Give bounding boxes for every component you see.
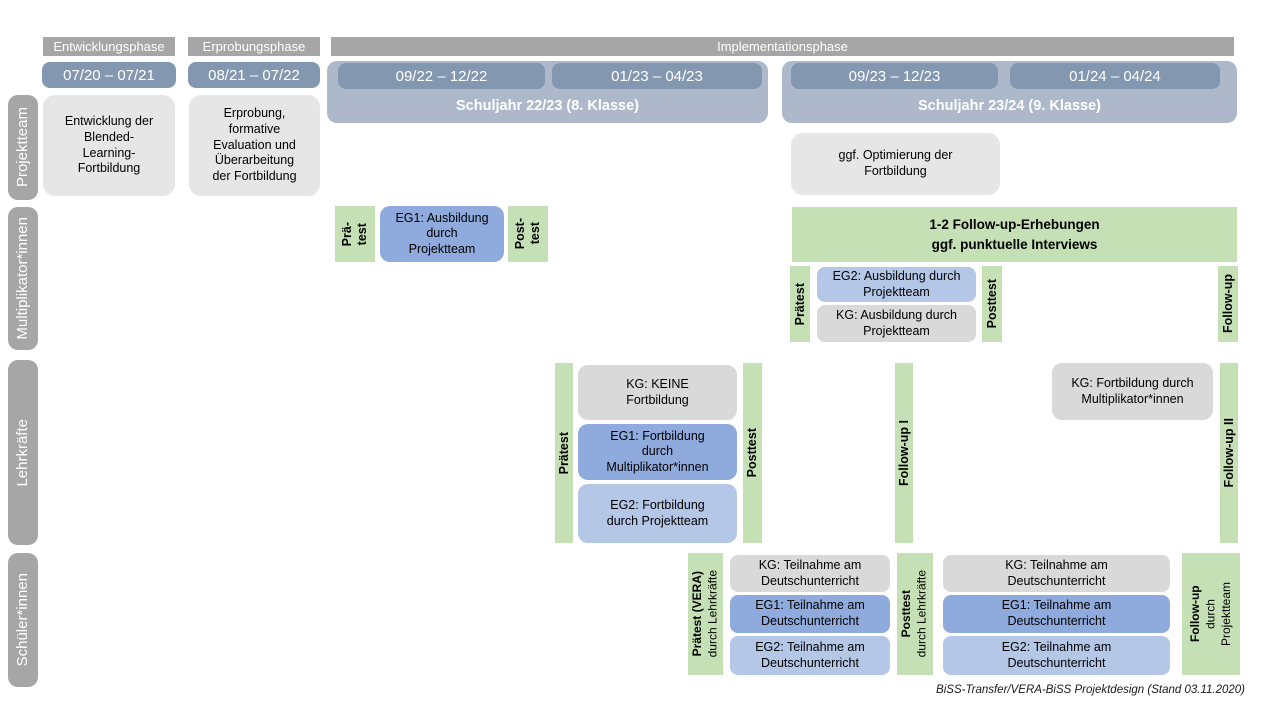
box-eg1-deutschunterricht-1: EG1: Teilnahme am Deutschunterricht <box>730 595 890 633</box>
bar-posttest-schueler-subtitle: durch Lehrkräfte <box>915 570 929 658</box>
bar-praetest-vera-subtitle: durch Lehrkräfte <box>705 570 720 658</box>
period-bar-0124-0424: 01/24 – 04/24 <box>1010 63 1220 89</box>
period-label-0923-1223: 09/23 – 12/23 <box>848 67 941 85</box>
box-eg2-deutschunterricht-1-text: EG2: Teilnahme am Deutschunterricht <box>755 639 865 670</box>
bar-praetest-vera-title: Prätest (VERA) <box>689 571 704 657</box>
box-kg-deutschunterricht-2: KG: Teilnahme am Deutschunterricht <box>943 555 1170 592</box>
box-kg-deutschunterricht-1-text: KG: Teilnahme am Deutschunterricht <box>758 557 862 588</box>
bar-posttest-schueler-textgroup: Posttest durch Lehrkräfte <box>899 570 930 657</box>
bar-praetest-lehrkraefte-text: Prätest <box>556 431 571 475</box>
box-eg2-fortbildung-projektteam-text: EG2: Fortbildung durch Projektteam <box>606 497 709 528</box>
bar-followup-1-lehrkraefte: Follow-up I <box>895 363 913 543</box>
row-label-schuelerinnen: Schüler*innen <box>8 553 38 687</box>
box-kg-keine-fortbildung-text: KG: KEINE Fortbildung <box>626 376 689 407</box>
box-eg2-ausbildung-projektteam: EG2: Ausbildung durch Projektteam <box>817 267 976 302</box>
box-eg2-deutschunterricht-1: EG2: Teilnahme am Deutschunterricht <box>730 636 890 675</box>
box-eg2-deutschunterricht-2: EG2: Teilnahme am Deutschunterricht <box>943 636 1170 675</box>
row-label-lehrkraefte: Lehrkräfte <box>8 360 38 545</box>
bar-praetest-multiplikatoren-2-text: Prätest <box>792 282 807 326</box>
school-year-label-23-24: Schuljahr 23/24 (9. Klasse) <box>918 98 1101 114</box>
period-bar-0923-1223: 09/23 – 12/23 <box>791 63 998 89</box>
diagram-caption: BiSS-Transfer/VERA-BiSS Projektdesign (S… <box>936 684 1245 696</box>
bar-followup-2-lehrkraefte: Follow-up II <box>1220 363 1238 543</box>
box-eg1-ausbildung-projektteam-text: EG1: Ausbildung durch Projektteam <box>395 210 489 256</box>
box-kg-deutschunterricht-1: KG: Teilnahme am Deutschunterricht <box>730 555 890 592</box>
box-eg1-deutschunterricht-2-text: EG1: Teilnahme am Deutschunterricht <box>1001 598 1112 628</box>
bar-praetest-lehrkraefte: Prätest <box>555 363 573 543</box>
box-eg2-ausbildung-projektteam-text: EG2: Ausbildung durch Projektteam <box>832 268 961 299</box>
row-label-multiplikatorinnen: Multiplikator*innen <box>8 207 38 350</box>
box-eg1-fortbildung-multiplikatoren-text: EG1: Fortbildung durch Multiplikator*inn… <box>606 428 709 474</box>
box-entwicklung-fortbildung: Entwicklung der Blended- Learning- Fortb… <box>43 95 175 196</box>
bar-followup-2-lehrkraefte-text: Follow-up II <box>1221 418 1236 488</box>
box-kg-keine-fortbildung: KG: KEINE Fortbildung <box>578 365 737 420</box>
bar-posttest-lehrkraefte: Posttest <box>743 363 762 543</box>
period-bar-0821-0722: 08/21 – 07/22 <box>188 62 320 88</box>
bar-praetest-vera-schueler-textgroup: Prätest (VERA) durch Lehrkräfte <box>690 570 721 657</box>
row-label-projektteam-text: Projektteam <box>14 107 31 188</box>
period-label-0922-1222: 09/22 – 12/22 <box>395 67 488 85</box>
period-label-0123-0423: 01/23 – 04/23 <box>611 67 703 85</box>
period-label-0821-0722: 08/21 – 07/22 <box>208 66 300 84</box>
box-erprobung-evaluation-text: Erprobung, formative Evaluation und Über… <box>212 106 297 183</box>
bar-followup-schueler: Follow-up durch Projektteam <box>1182 553 1240 675</box>
phase-bar-erprobungsphase: Erprobungsphase <box>188 37 320 56</box>
box-kg-ausbildung-projektteam-text: KG: Ausbildung durch Projektteam <box>836 307 957 338</box>
box-eg1-fortbildung-multiplikatoren: EG1: Fortbildung durch Multiplikator*inn… <box>578 424 737 480</box>
period-bar-0123-0423: 01/23 – 04/23 <box>552 63 762 89</box>
bar-praetest-multiplikatoren-1-text: Prä- test <box>340 221 369 247</box>
bar-praetest-vera-schueler: Prätest (VERA) durch Lehrkräfte <box>688 553 723 675</box>
box-optimierung-fortbildung: ggf. Optimierung der Fortbildung <box>791 133 1000 195</box>
period-label-0720-0721: 07/20 – 07/21 <box>63 66 155 84</box>
phase-label-entwicklungsphase: Entwicklungsphase <box>53 39 165 54</box>
phase-label-erprobungsphase: Erprobungsphase <box>202 39 306 54</box>
bar-posttest-lehrkraefte-text: Posttest <box>745 428 759 478</box>
bar-posttest-multiplikatoren-1-text: Post- test <box>513 218 542 250</box>
bar-followup-schueler-textgroup: Follow-up durch Projektteam <box>1188 582 1235 646</box>
period-bar-0720-0721: 07/20 – 07/21 <box>42 62 176 88</box>
row-label-lehrkraefte-text: Lehrkräfte <box>14 418 31 487</box>
bar-posttest-schueler-title: Posttest <box>899 590 914 638</box>
school-year-label-22-23: Schuljahr 22/23 (8. Klasse) <box>456 98 639 114</box>
period-label-0124-0424: 01/24 – 04/24 <box>1069 67 1161 85</box>
period-bar-0922-1222: 09/22 – 12/22 <box>338 63 545 89</box>
bar-followup-schueler-title: Follow-up <box>1187 585 1202 643</box>
box-erprobung-evaluation: Erprobung, formative Evaluation und Über… <box>189 95 320 196</box>
bar-praetest-multiplikatoren-2: Prätest <box>790 266 810 342</box>
box-optimierung-fortbildung-text: ggf. Optimierung der Fortbildung <box>838 148 953 178</box>
box-eg1-ausbildung-projektteam: EG1: Ausbildung durch Projektteam <box>380 206 504 262</box>
phase-bar-entwicklungsphase: Entwicklungsphase <box>43 37 175 56</box>
bar-posttest-schueler: Posttest durch Lehrkräfte <box>897 553 933 675</box>
box-followup-erhebungen-header: 1-2 Follow-up-Erhebungen ggf. punktuelle… <box>792 207 1237 262</box>
bar-followup-1-lehrkraefte-text: Follow-up I <box>896 420 911 486</box>
phase-label-implementationsphase: Implementationsphase <box>717 39 848 54</box>
box-eg2-fortbildung-projektteam: EG2: Fortbildung durch Projektteam <box>578 484 737 543</box>
box-kg-fortbildung-multiplikatoren-text: KG: Fortbildung durch Multiplikator*inne… <box>1071 375 1194 406</box>
bar-followup-schueler-subtitle: durch Projektteam <box>1203 581 1233 647</box>
bar-followup-multiplikatoren-text: Follow-up <box>1220 274 1235 334</box>
phase-bar-implementationsphase: Implementationsphase <box>331 37 1234 56</box>
bar-praetest-multiplikatoren-1: Prä- test <box>335 206 375 262</box>
box-kg-ausbildung-projektteam: KG: Ausbildung durch Projektteam <box>817 305 976 342</box>
row-label-schuelerinnen-text: Schüler*innen <box>14 573 31 667</box>
box-kg-deutschunterricht-2-text: KG: Teilnahme am Deutschunterricht <box>1005 557 1108 588</box>
box-followup-erhebungen-header-text: 1-2 Follow-up-Erhebungen ggf. punktuelle… <box>929 216 1100 252</box>
bar-posttest-multiplikatoren-2: Posttest <box>982 266 1002 342</box>
box-eg1-deutschunterricht-2: EG1: Teilnahme am Deutschunterricht <box>943 595 1170 633</box>
box-kg-fortbildung-multiplikatoren: KG: Fortbildung durch Multiplikator*inne… <box>1052 363 1213 420</box>
bar-posttest-multiplikatoren-1: Post- test <box>508 206 548 262</box>
bar-followup-multiplikatoren: Follow-up <box>1218 266 1238 342</box>
bar-posttest-multiplikatoren-2-text: Posttest <box>984 279 999 329</box>
box-eg2-deutschunterricht-2-text: EG2: Teilnahme am Deutschunterricht <box>1001 639 1112 670</box>
box-eg1-deutschunterricht-1-text: EG1: Teilnahme am Deutschunterricht <box>755 598 865 628</box>
row-label-projektteam: Projektteam <box>8 95 38 200</box>
box-entwicklung-fortbildung-text: Entwicklung der Blended- Learning- Fortb… <box>64 114 154 176</box>
row-label-multiplikatorinnen-text: Multiplikator*innen <box>14 217 31 340</box>
